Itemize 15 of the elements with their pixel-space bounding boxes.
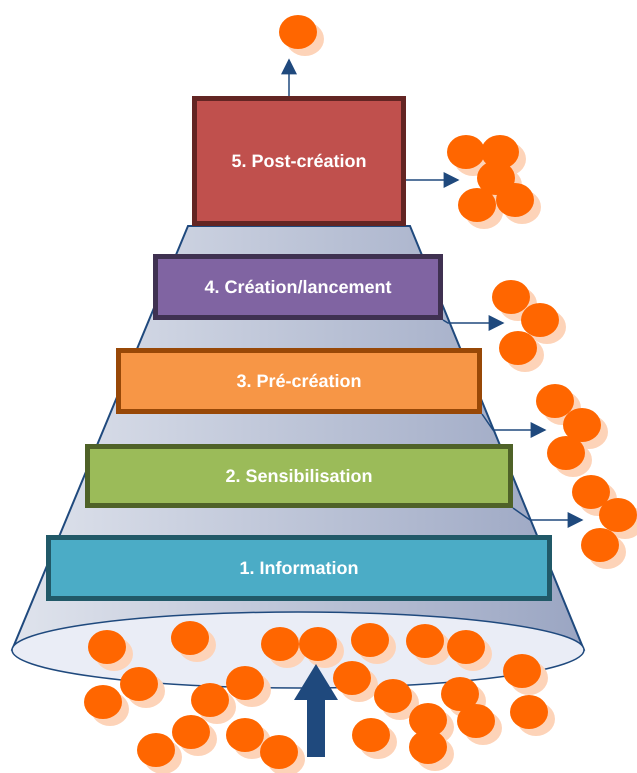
arrow [512,507,584,528]
arrow [481,414,547,438]
stage-box [85,444,513,508]
stage-box [116,348,482,414]
stage-label: 2. Sensibilisation [225,466,373,486]
stage-label: 1. Information [239,558,358,578]
arrow [281,58,297,96]
stage-box [192,96,406,226]
stage-box [153,254,443,320]
arrow [442,315,505,331]
stage-box [46,535,552,601]
arrow [406,172,460,188]
stage-label: 5. Post-création [231,150,367,172]
stage-label: 4. Création/lancement [204,276,392,298]
stage-label: 3. Pré-création [236,370,362,392]
